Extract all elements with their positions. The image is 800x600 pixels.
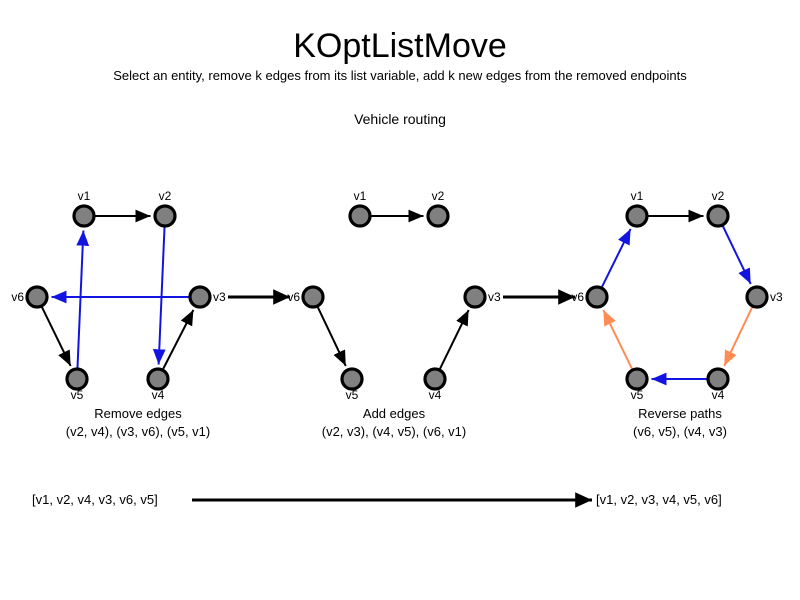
panel-add-node-label-v2: v2 — [432, 189, 445, 203]
panel-remove-caption-title: Remove edges — [94, 406, 182, 421]
panel-remove-node-v6[interactable] — [25, 285, 49, 309]
panel-reverse-node-v6[interactable] — [585, 285, 609, 309]
panel-reverse-node-v2[interactable] — [706, 204, 730, 228]
panel-add-node-label-v4: v4 — [429, 388, 442, 402]
panel-reverse-edge-v5-v6 — [602, 309, 633, 370]
nodes-layer: v1 v2 v3 v4 v5 v6 v1 v2 v3 v4 v5 v6 v1 v2 v3 v4 v5 v6 — [11, 189, 783, 402]
page-title: KOptListMove — [293, 27, 507, 65]
panel-add-node-v5[interactable] — [340, 367, 364, 391]
panel-remove-node-label-v4: v4 — [152, 388, 165, 402]
panel-remove-node-v4[interactable] — [146, 367, 170, 391]
panel-reverse-caption: Reverse paths (v6, v5), (v4, v3) — [633, 406, 727, 439]
panel-add-node-v4[interactable] — [423, 367, 447, 391]
panel-add-node-v6[interactable] — [301, 285, 325, 309]
panel-add-caption-title: Add edges — [363, 406, 426, 421]
panel-reverse-caption-title: Reverse paths — [638, 406, 722, 421]
panel-add-caption: Add edges (v2, v3), (v4, v5), (v6, v1) — [322, 406, 466, 439]
panel-reverse-node-label-v1: v1 — [631, 189, 644, 203]
panel-remove-node-label-v5: v5 — [71, 388, 84, 402]
panel-reverse-nodes: v1 v2 v3 v4 v5 v6 — [571, 189, 783, 402]
panel-reverse-node-label-v3: v3 — [770, 290, 783, 304]
panel-add-node-v3[interactable] — [463, 285, 487, 309]
panel-remove-node-v5[interactable] — [65, 367, 89, 391]
panel-add-nodes: v1 v2 v3 v4 v5 v6 — [287, 189, 501, 402]
panel-remove-node-v2[interactable] — [153, 204, 177, 228]
page-subtitle: Select an entity, remove k edges from it… — [113, 68, 687, 83]
panel-reverse-node-v5[interactable] — [625, 367, 649, 391]
section-label-vehicle-routing: Vehicle routing — [354, 111, 446, 127]
captions-layer: Remove edges (v2, v4), (v3, v6), (v5, v1)… — [66, 406, 727, 439]
panel-remove-node-label-v2: v2 — [159, 189, 172, 203]
panel-reverse-edge-v6-v1 — [601, 228, 632, 288]
panel-remove-caption: Remove edges (v2, v4), (v3, v6), (v5, v1) — [66, 406, 210, 439]
panel-add-edge-v4-v3 — [439, 309, 470, 370]
panel-reverse-node-label-v4: v4 — [712, 388, 725, 402]
panel-add-node-label-v3: v3 — [488, 290, 501, 304]
panel-add-node-v2[interactable] — [426, 204, 450, 228]
panel-add-node-label-v6: v6 — [287, 290, 300, 304]
list-after: [v1, v2, v3, v4, v5, v6] — [596, 492, 722, 507]
panel-remove-nodes: v1 v2 v3 v4 v5 v6 — [11, 189, 226, 402]
panel-remove-edge-v6-v5 — [41, 306, 72, 367]
panel-reverse-edge-v2-v3 — [722, 225, 752, 285]
panel-remove-node-label-v1: v1 — [78, 189, 91, 203]
panel-reverse-node-v3[interactable] — [745, 285, 769, 309]
panel-reverse-node-v4[interactable] — [706, 367, 730, 391]
panel-remove-node-label-v3: v3 — [213, 290, 226, 304]
list-transition-layer: [v1, v2, v4, v3, v6, v5] [v1, v2, v3, v4,… — [32, 492, 722, 508]
panel-reverse-node-label-v2: v2 — [712, 189, 725, 203]
panel-reverse-caption-detail: (v6, v5), (v4, v3) — [633, 424, 727, 439]
panel-reverse-node-label-v5: v5 — [631, 388, 644, 402]
panel-reverse-edge-v3-v4 — [723, 306, 753, 367]
panel-reverse-edges — [601, 209, 753, 386]
panel-remove-edges — [41, 209, 195, 370]
panel-remove-edge-v5-v1 — [76, 230, 90, 368]
panel-remove-edge-v4-v3 — [162, 309, 195, 370]
panel-add-node-label-v5: v5 — [346, 388, 359, 402]
panel-remove-node-v3[interactable] — [188, 285, 212, 309]
panel-add-node-label-v1: v1 — [354, 189, 367, 203]
edges-layer — [41, 209, 753, 386]
panel-remove-caption-detail: (v2, v4), (v3, v6), (v5, v1) — [66, 424, 210, 439]
panel-remove-node-label-v6: v6 — [11, 290, 24, 304]
panel-reverse-node-label-v6: v6 — [571, 290, 584, 304]
panel-add-caption-detail: (v2, v3), (v4, v5), (v6, v1) — [322, 424, 466, 439]
panel-add-edge-v6-v5 — [317, 306, 347, 367]
panel-add-node-v1[interactable] — [348, 204, 372, 228]
list-before: [v1, v2, v4, v3, v6, v5] — [32, 492, 158, 507]
panel-remove-node-v1[interactable] — [72, 204, 96, 228]
panel-add-edges — [317, 209, 470, 370]
panel-reverse-node-v1[interactable] — [625, 204, 649, 228]
